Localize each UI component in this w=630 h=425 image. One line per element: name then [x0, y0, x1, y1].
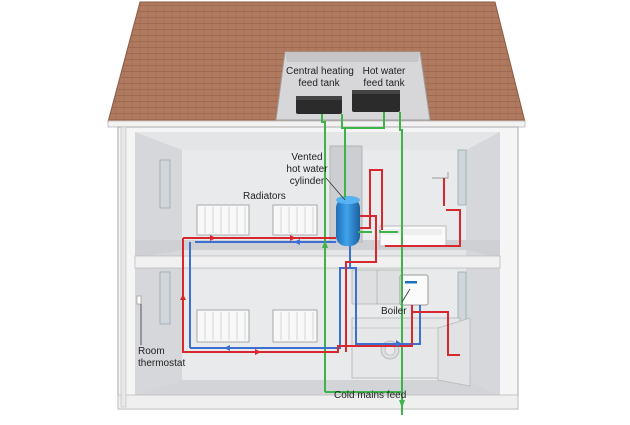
radiators-label: Radiators: [243, 191, 286, 202]
central-heating-feed-tank-label: Central heating feed tank: [286, 66, 354, 89]
window-lower-right: [457, 271, 467, 323]
boiler: [399, 274, 429, 306]
hot-water-feed-tank-label: Hot water feed tank: [362, 66, 406, 89]
window-upper-left: [159, 159, 171, 209]
shower: [432, 172, 449, 179]
boiler-label: Boiler: [381, 306, 407, 317]
radiator-upper-left: [196, 204, 250, 236]
room-thermostat: [136, 295, 142, 305]
cold-mains-feed-label: Cold mains feed: [334, 390, 407, 401]
room-thermostat-label: Room thermostat: [138, 346, 186, 369]
downpipe: [120, 126, 127, 408]
vented-hot-water-cylinder: [336, 196, 360, 246]
radiator-lower-left: [196, 309, 250, 343]
central-heating-feed-tank: [296, 96, 342, 114]
return-pipes: [189, 241, 421, 349]
roof-eave: [107, 120, 526, 128]
leader-lines: [140, 177, 411, 345]
window-upper-right: [457, 149, 467, 206]
hot-water-feed-tank: [352, 90, 400, 112]
flow-arrows: [180, 235, 405, 408]
radiator-lower-right: [272, 309, 318, 343]
cold-feed-pipes: [321, 112, 403, 415]
ground-floor: [135, 380, 500, 395]
flow-pipes: [182, 169, 461, 356]
vented-cylinder-label: Vented hot water cylinder: [286, 152, 328, 187]
radiator-upper-right: [272, 204, 318, 236]
window-lower-left: [159, 271, 171, 325]
